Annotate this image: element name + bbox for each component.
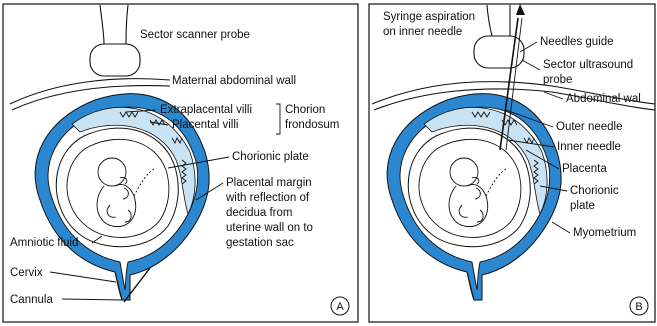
label-chorionic-1: Chorionic	[570, 185, 619, 197]
label-syringe-1: Syringe aspiration	[383, 11, 475, 23]
label-maternal-wall: Maternal abdominal wall	[172, 75, 296, 87]
label-needles-guide: Needles guide	[540, 36, 614, 48]
panel-a: Sector scanner probe Maternal abdominal …	[3, 4, 358, 322]
label-chorionic-plate: Chorionic plate	[232, 151, 309, 163]
panel-b-letter: B	[635, 301, 642, 313]
label-syringe-2: on inner needle	[383, 26, 462, 38]
label-margin-5: gestation sac	[226, 237, 294, 249]
label-cervix: Cervix	[10, 267, 43, 279]
label-sector-1: Sector ultrasound	[543, 59, 633, 71]
label-placental: Placental villi	[172, 119, 238, 131]
uterus-section-b	[387, 94, 561, 300]
label-abdominal: Abdominal wal	[566, 93, 641, 105]
label-margin-1: Placental margin	[226, 177, 312, 189]
label-amniotic: Amniotic fluid	[10, 237, 78, 249]
panel-b: Syringe aspiration on inner needle Needl…	[369, 4, 655, 322]
aspiration-arrow-icon	[516, 4, 525, 15]
label-margin-3: decidua from	[226, 207, 292, 219]
label-cannula: Cannula	[10, 294, 53, 306]
chorion-bracket	[276, 104, 280, 134]
label-inner-needle: Inner needle	[557, 141, 621, 153]
panel-a-letter: A	[336, 301, 344, 313]
label-placenta: Placenta	[562, 163, 607, 175]
label-outer-needle: Outer needle	[556, 121, 623, 133]
label-chorion-1: Chorion	[285, 104, 325, 116]
label-margin-4: uterine wall on to	[226, 222, 313, 234]
label-myometrium: Myometrium	[573, 227, 636, 239]
sector-scanner-probe	[90, 5, 140, 76]
label-chorionic-2: plate	[570, 200, 595, 212]
label-extraplacental: Extraplacental villi	[160, 104, 252, 116]
label-chorion-2: frondosum	[285, 119, 339, 131]
label-probe: Sector scanner probe	[140, 29, 250, 41]
label-margin-2: with reflection of	[225, 192, 310, 204]
label-sector-2: probe	[543, 74, 572, 86]
